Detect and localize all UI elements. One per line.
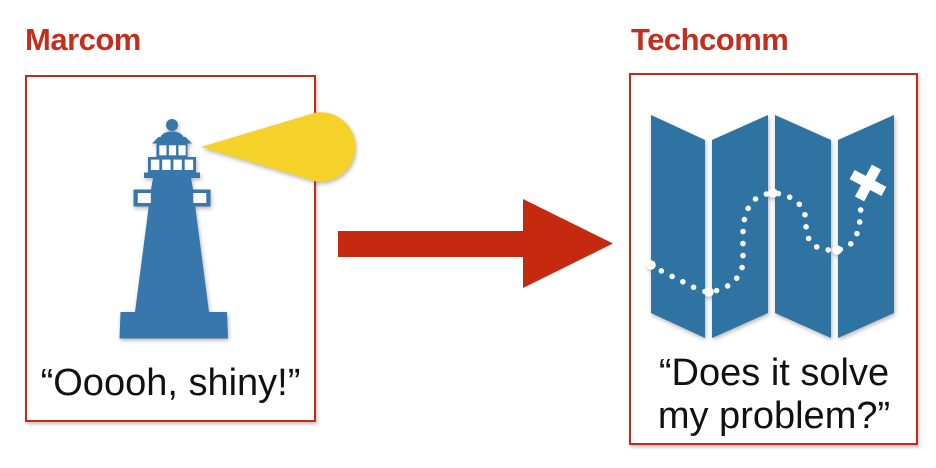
techcomm-quote: “Does it solve my problem?” (657, 352, 891, 437)
arrow-right-icon (338, 199, 613, 288)
marcom-quote: “Ooooh, shiny!” (40, 362, 301, 404)
techcomm-title: Techcomm (631, 22, 789, 57)
marcom-title: Marcom (25, 22, 141, 57)
